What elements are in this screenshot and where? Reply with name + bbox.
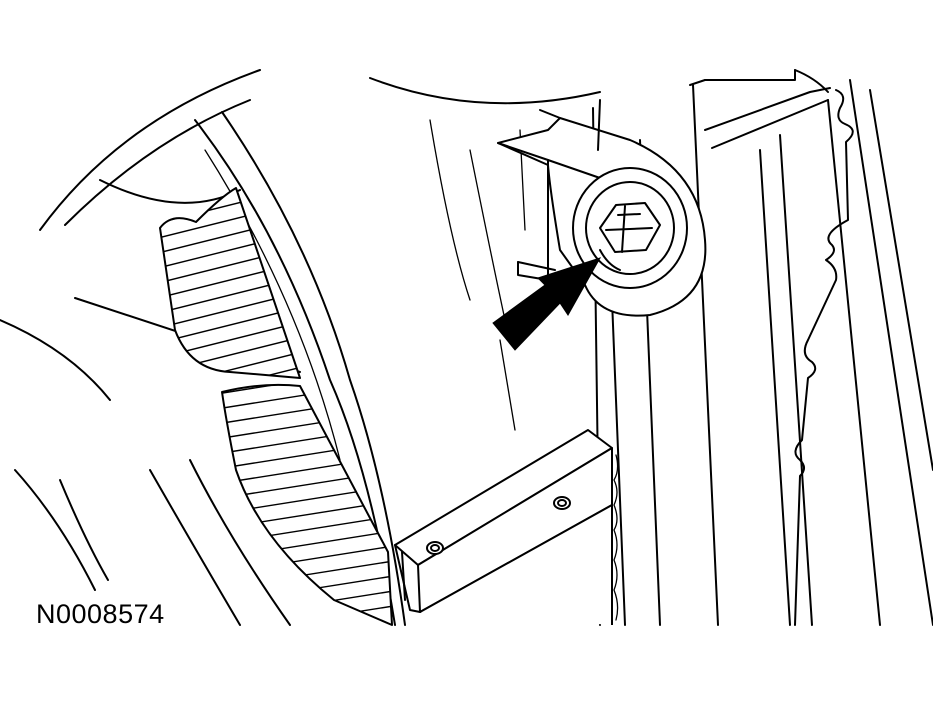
motor-housing xyxy=(369,77,601,431)
fan-blade-upper xyxy=(159,187,301,379)
radiator-tank-edge xyxy=(794,89,854,626)
fan-blade-lower xyxy=(221,383,393,626)
lower-bracket xyxy=(394,429,619,625)
bolt-head xyxy=(599,202,661,253)
callout-arrow xyxy=(492,257,602,351)
figure-id-label: N0008574 xyxy=(36,599,165,629)
mounting-bracket xyxy=(497,99,707,317)
